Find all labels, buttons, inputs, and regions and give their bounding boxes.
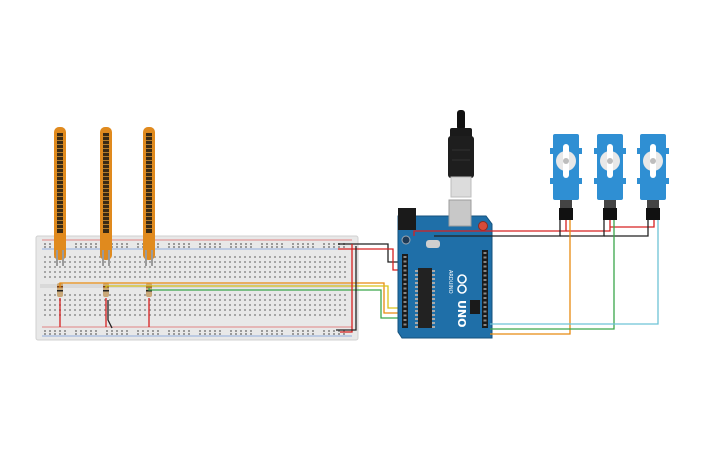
resistor-2[interactable] — [103, 283, 109, 297]
breadboard[interactable] — [35, 235, 359, 341]
infinity-icon — [457, 274, 467, 294]
power-jack[interactable] — [398, 208, 416, 230]
flex-sensor-2[interactable] — [100, 127, 112, 266]
arduino-brand-text: ARDUINO — [447, 270, 453, 294]
arduino-uno-board[interactable]: ARDUINO UNO — [397, 199, 493, 339]
servo-wires[interactable] — [413, 220, 659, 335]
reset-button[interactable] — [478, 221, 488, 231]
servo-2[interactable] — [594, 134, 626, 220]
atmega-chip — [418, 268, 432, 328]
usb-port[interactable] — [448, 199, 472, 227]
servo-1[interactable] — [550, 134, 582, 220]
breadboard-holes — [44, 243, 346, 335]
flex-sensor-1[interactable] — [54, 127, 66, 266]
digital-header[interactable] — [402, 254, 408, 328]
flex-sensor-3[interactable] — [143, 127, 155, 266]
arduino-model-text: UNO — [455, 300, 468, 328]
breadboard-wires[interactable] — [59, 243, 400, 333]
usb-cable[interactable] — [448, 110, 474, 198]
servo-3[interactable] — [637, 134, 669, 220]
